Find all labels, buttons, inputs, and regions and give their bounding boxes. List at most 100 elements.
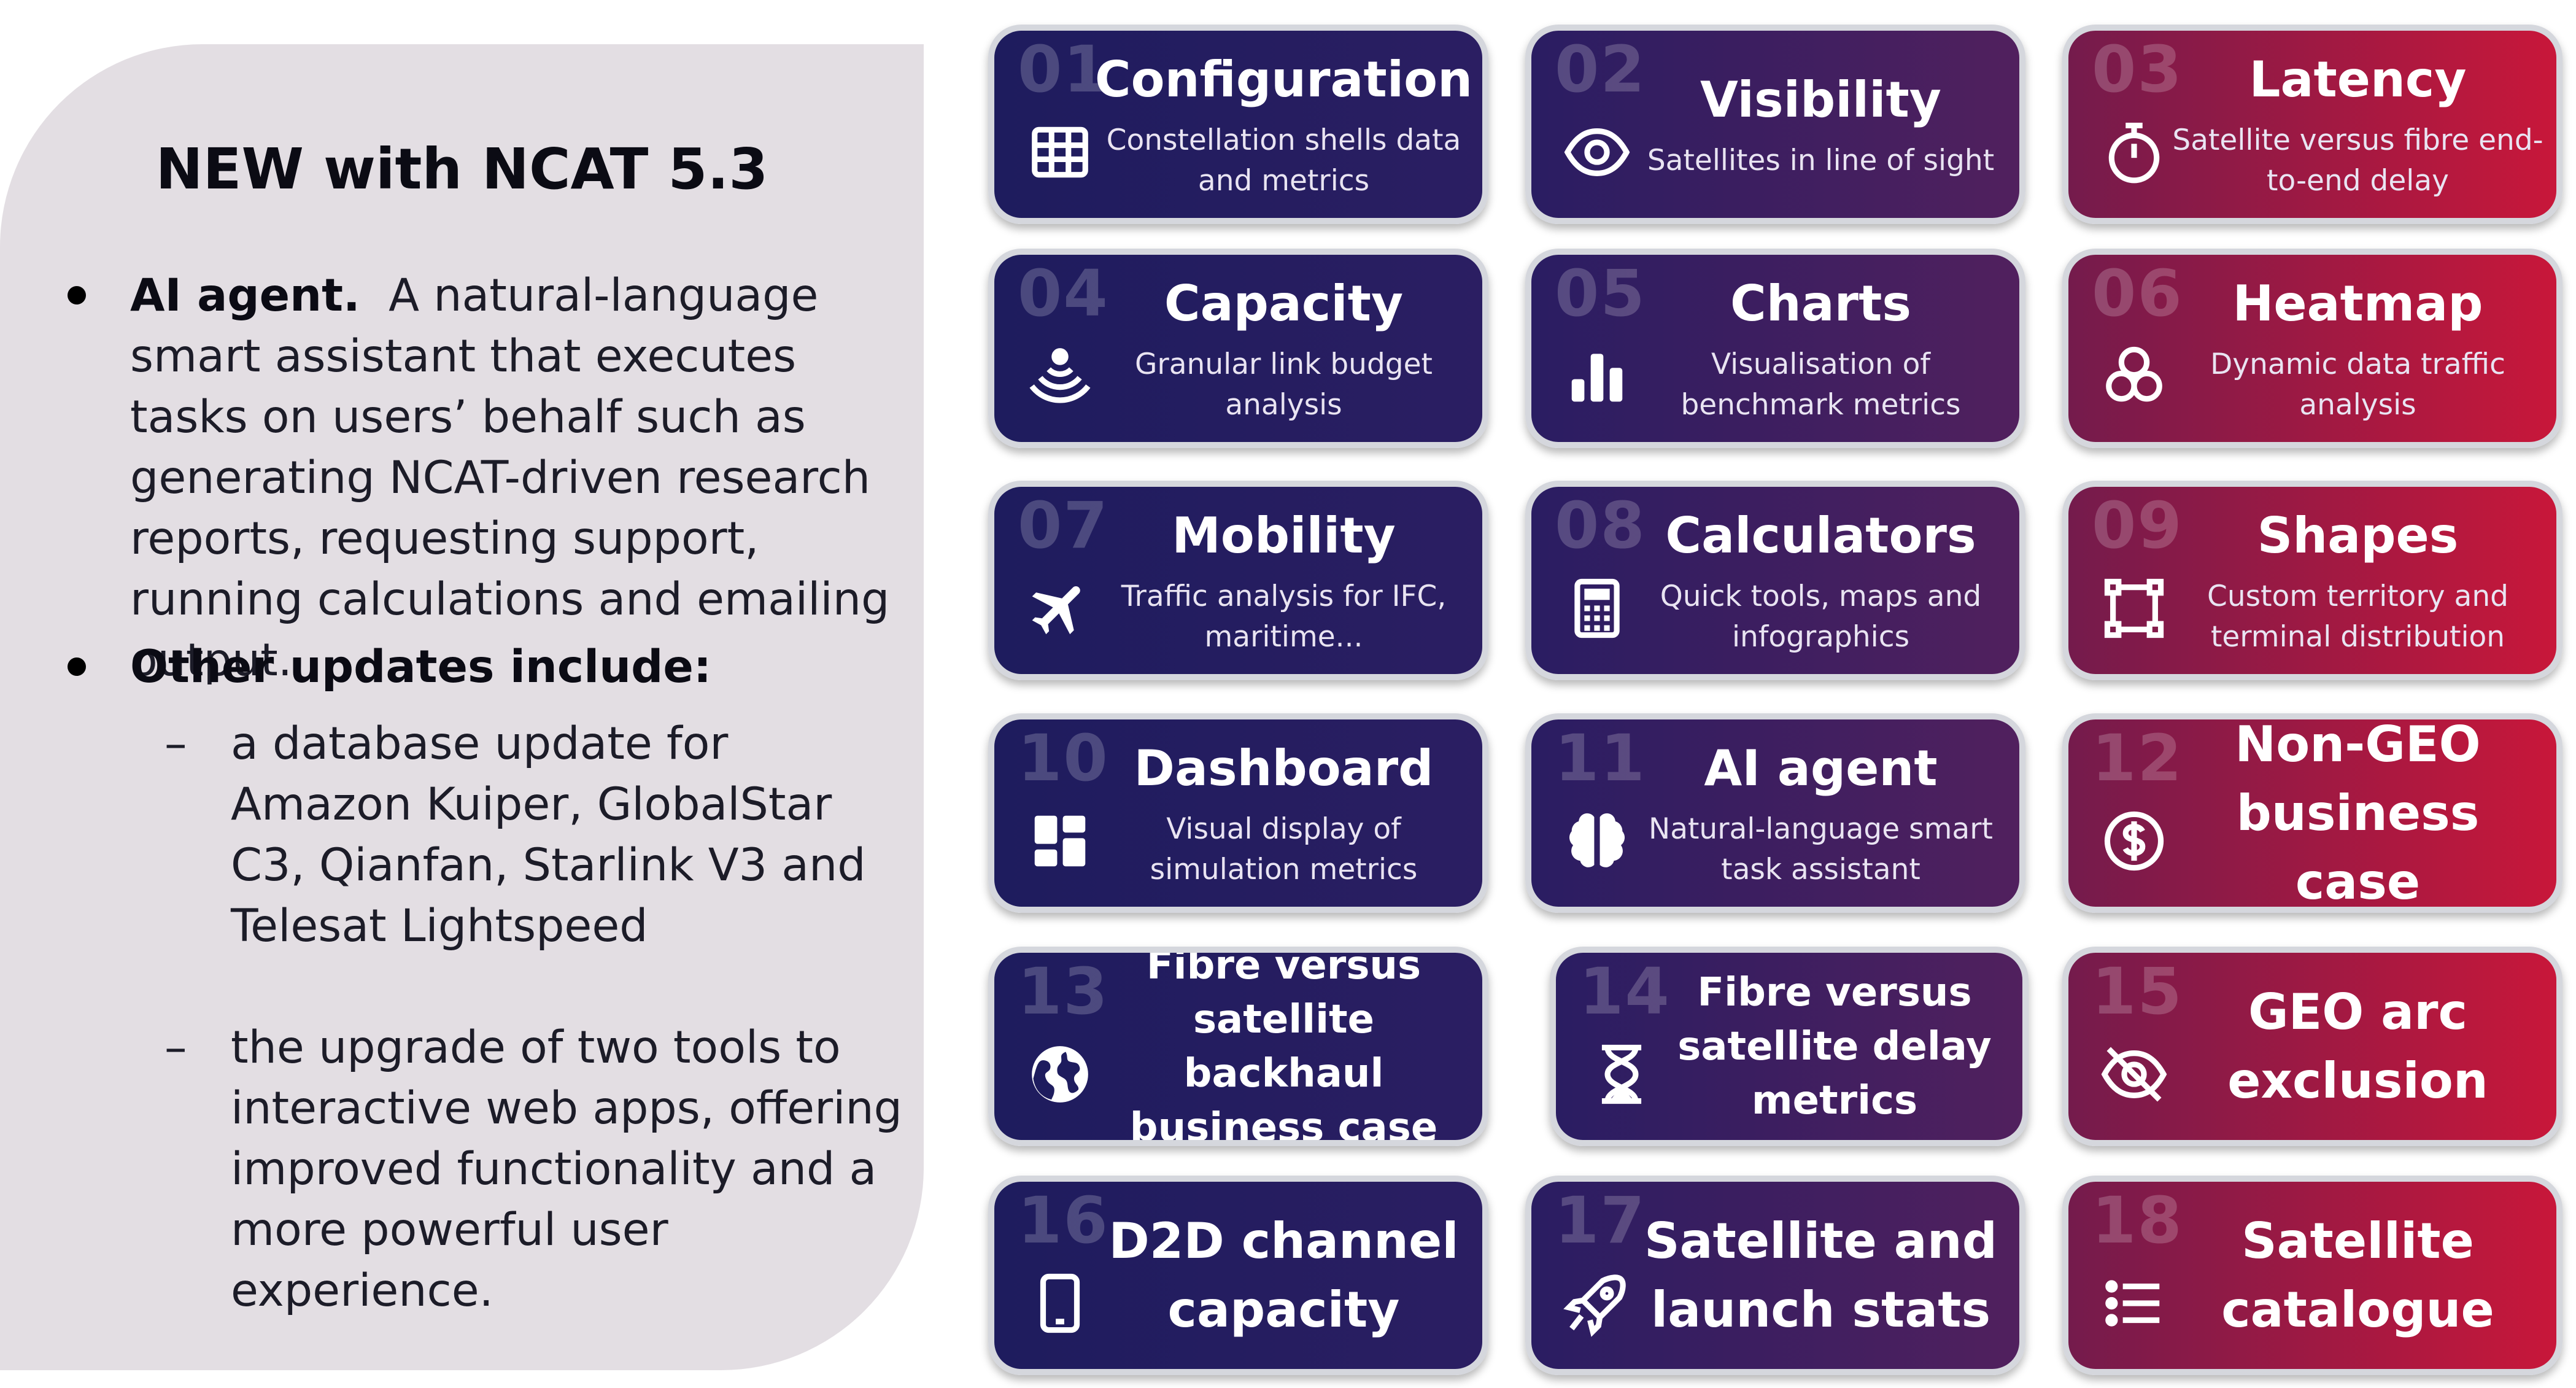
bullet-bold: Other updates include: [130, 641, 712, 693]
tile-subtitle: Dynamic data traffic analysis [2210, 347, 2505, 422]
tile-number: 09 [2092, 488, 2183, 563]
tile-subtitle: Traffic analysis for IFC, maritime... [1121, 579, 1447, 654]
tile-title: Non-GEO business case [2235, 715, 2481, 910]
tile-number: 14 [1579, 954, 1671, 1029]
tile-subtitle: Constellation shells data and metrics [1106, 123, 1461, 198]
panel-title: NEW with NCAT 5.3 [155, 136, 768, 202]
bullet-body: A natural-language smart assistant that … [130, 269, 890, 686]
tile-number: 04 [1018, 256, 1109, 331]
tile-subtitle: Granular link budget analysis [1135, 347, 1433, 422]
tile-non-geo-business-case[interactable]: 12 Non-GEO business case [2062, 713, 2562, 913]
tile-subtitle: Natural-language smart task assistant [1649, 812, 1993, 886]
tile-number: 08 [1555, 488, 1646, 563]
tile-subtitle: Custom territory and terminal distributi… [2207, 579, 2508, 654]
grid-icon [1026, 118, 1094, 186]
bullet-text: Other updates include: [130, 637, 928, 697]
globe-icon [1026, 1041, 1094, 1108]
eye-icon [1563, 118, 1631, 186]
tile-number: 16 [1018, 1183, 1109, 1258]
tile-subtitle: Visualisation of benchmark metrics [1681, 347, 1961, 422]
tile-title: Charts [1730, 274, 1911, 332]
tile-title: Fibre versus satellite backhaul business… [1129, 947, 1438, 1146]
tile-number: 12 [2092, 721, 2183, 796]
tile-content: D2D channel capacity [1097, 1182, 1470, 1369]
tile-number: 18 [2092, 1183, 2183, 1258]
tile-title: Fibre versus satellite delay metrics [1677, 969, 1992, 1123]
tile-title: Dashboard [1134, 739, 1434, 797]
airplane-icon [1026, 575, 1094, 642]
sub-bullet-text: the upgrade of two tools to interactive … [231, 1022, 902, 1317]
dash-mark: – [164, 718, 187, 770]
tile-number: 06 [2092, 256, 2183, 331]
tile-title: GEO arc exclusion [2227, 983, 2488, 1109]
tile-subtitle: Quick tools, maps and infographics [1660, 579, 1982, 654]
tile-content: Satellite catalogue [2172, 1182, 2544, 1369]
bullet-dot-icon [68, 286, 86, 304]
tile-number: 15 [2092, 954, 2183, 1029]
tile-title: Heatmap [2232, 274, 2483, 332]
sub-bullet-text: a database update for Amazon Kuiper, Glo… [231, 718, 866, 952]
vector-shape-icon [2100, 575, 2168, 642]
tile-title: Capacity [1164, 274, 1404, 332]
tile-number: 13 [1018, 954, 1109, 1029]
tile-title: Satellite catalogue [2221, 1212, 2494, 1338]
tile-title: Satellite and launch stats [1644, 1212, 1997, 1338]
tile-number: 05 [1555, 256, 1646, 331]
tile-number: 02 [1555, 32, 1646, 107]
tile-title: AI agent [1704, 739, 1938, 797]
brain-icon [1563, 807, 1631, 875]
features-panel: NEW with NCAT 5.3 AI agent. A natural-la… [0, 44, 924, 1370]
hourglass-icon [1588, 1041, 1655, 1108]
tile-title: Latency [2249, 50, 2467, 108]
dash-mark: – [164, 1022, 187, 1074]
tile-title: Calculators [1665, 506, 1976, 564]
eye-slash-icon [2100, 1041, 2168, 1108]
dashboard-icon [1026, 807, 1094, 875]
tile-number: 07 [1018, 488, 1109, 563]
tile-number: 03 [2092, 32, 2183, 107]
tile-title: Mobility [1172, 506, 1396, 564]
tile-title: Configuration [1094, 50, 1473, 108]
tile-content: Satellite and launch stats [1634, 1182, 2007, 1369]
rocket-icon [1563, 1270, 1631, 1337]
dollar-coin-icon [2100, 807, 2168, 875]
tile-number: 11 [1555, 721, 1646, 796]
tile-title: Shapes [2257, 506, 2459, 564]
cells-icon [2100, 343, 2168, 410]
tile-subtitle: Satellite versus fibre end-to-end delay [2172, 123, 2543, 198]
tile-content: Fibre versus satellite delay metrics [1659, 953, 2010, 1140]
tile-number: 17 [1555, 1183, 1646, 1258]
bullet-text: AI agent. A natural-language smart assis… [130, 265, 928, 691]
tile-satellite-catalogue[interactable]: 18 Satellite catalogue [2062, 1176, 2562, 1375]
tile-content: GEO arc exclusion [2172, 953, 2544, 1140]
tile-geo-arc-exclusion[interactable]: 15 GEO arc exclusion [2062, 947, 2562, 1146]
mobile-phone-icon [1026, 1270, 1094, 1337]
bar-chart-icon [1563, 343, 1631, 410]
tile-content: Fibre versus satellite backhaul business… [1097, 953, 1470, 1140]
